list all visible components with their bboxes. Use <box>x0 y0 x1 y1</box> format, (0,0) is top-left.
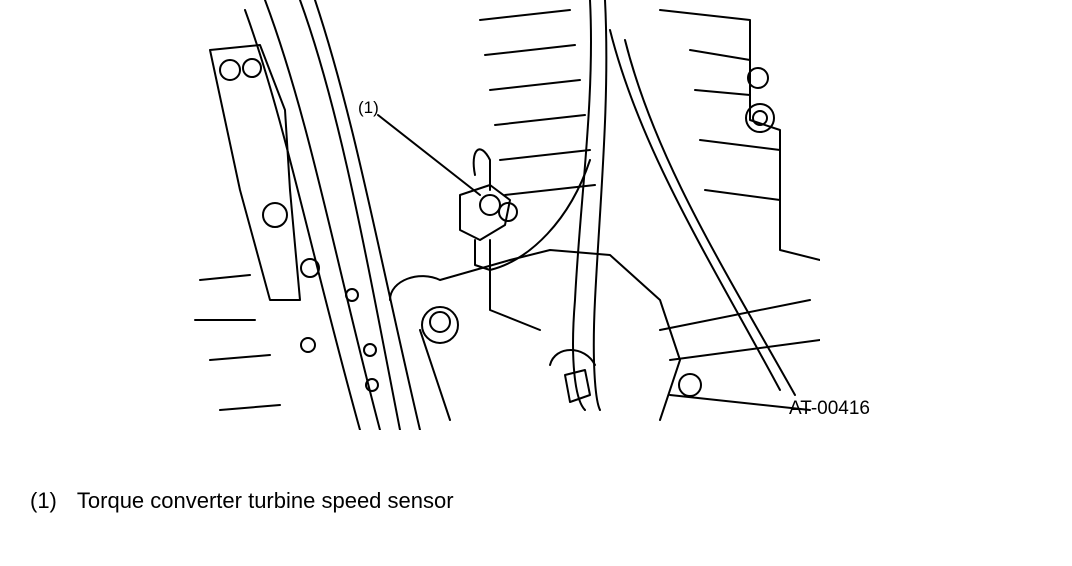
legend-label: Torque converter turbine speed sensor <box>76 488 454 513</box>
figure-code: AT-00416 <box>789 398 870 419</box>
legend-item-1: (1) Torque converter turbine speed senso… <box>30 490 454 512</box>
callout-label-1: (1) <box>358 98 379 117</box>
transmission-illustration <box>190 0 820 430</box>
legend-marker: (1) <box>30 488 57 513</box>
transmission-line-drawing <box>194 0 820 430</box>
